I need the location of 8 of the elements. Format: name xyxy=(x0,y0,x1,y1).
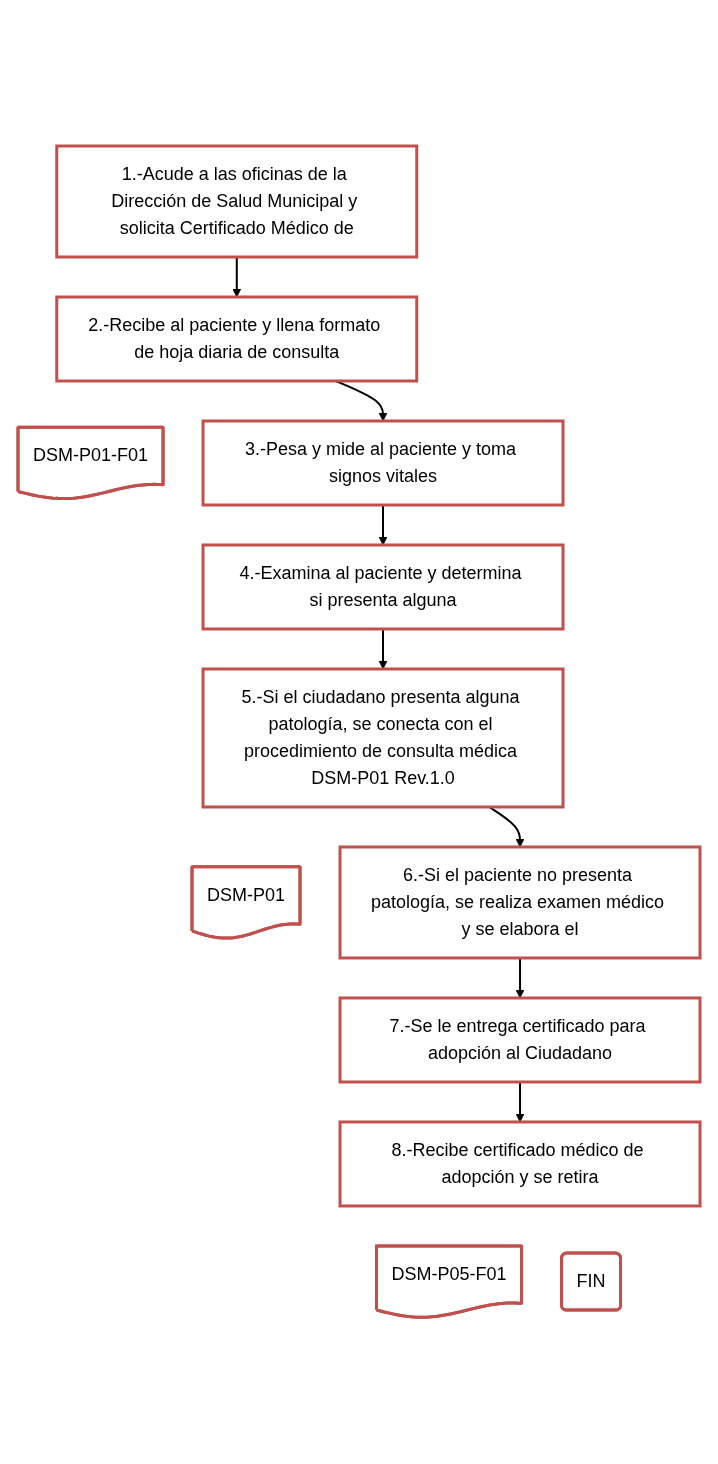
node-box: 2.-Recibe al paciente y llena formato de hoja diaria de consulta xyxy=(55,295,419,383)
node-box: 3.-Pesa y mide al paciente y toma signos vitales xyxy=(201,419,565,507)
node-box: 7.-Se le entrega certificado para adopción al Ciudadano xyxy=(338,996,702,1084)
node-box: 1.-Acude a las oficinas de la Dirección de Salud Municipal y solicita Certificado Médico de xyxy=(55,144,419,259)
node-box: 8.-Recibe certificado médico de adopción y se retira xyxy=(338,1120,702,1208)
node-box: 6.-Si el paciente no presenta patología, se realiza examen médico y se elabora el xyxy=(338,845,702,960)
node-box: 5.-Si el ciudadano presenta alguna patología, se conecta con el procedimiento de consulta médica DSM-P01 Rev.1.0 xyxy=(201,667,565,809)
node-box: 4.-Examina al paciente y determina si presenta alguna xyxy=(201,543,565,631)
